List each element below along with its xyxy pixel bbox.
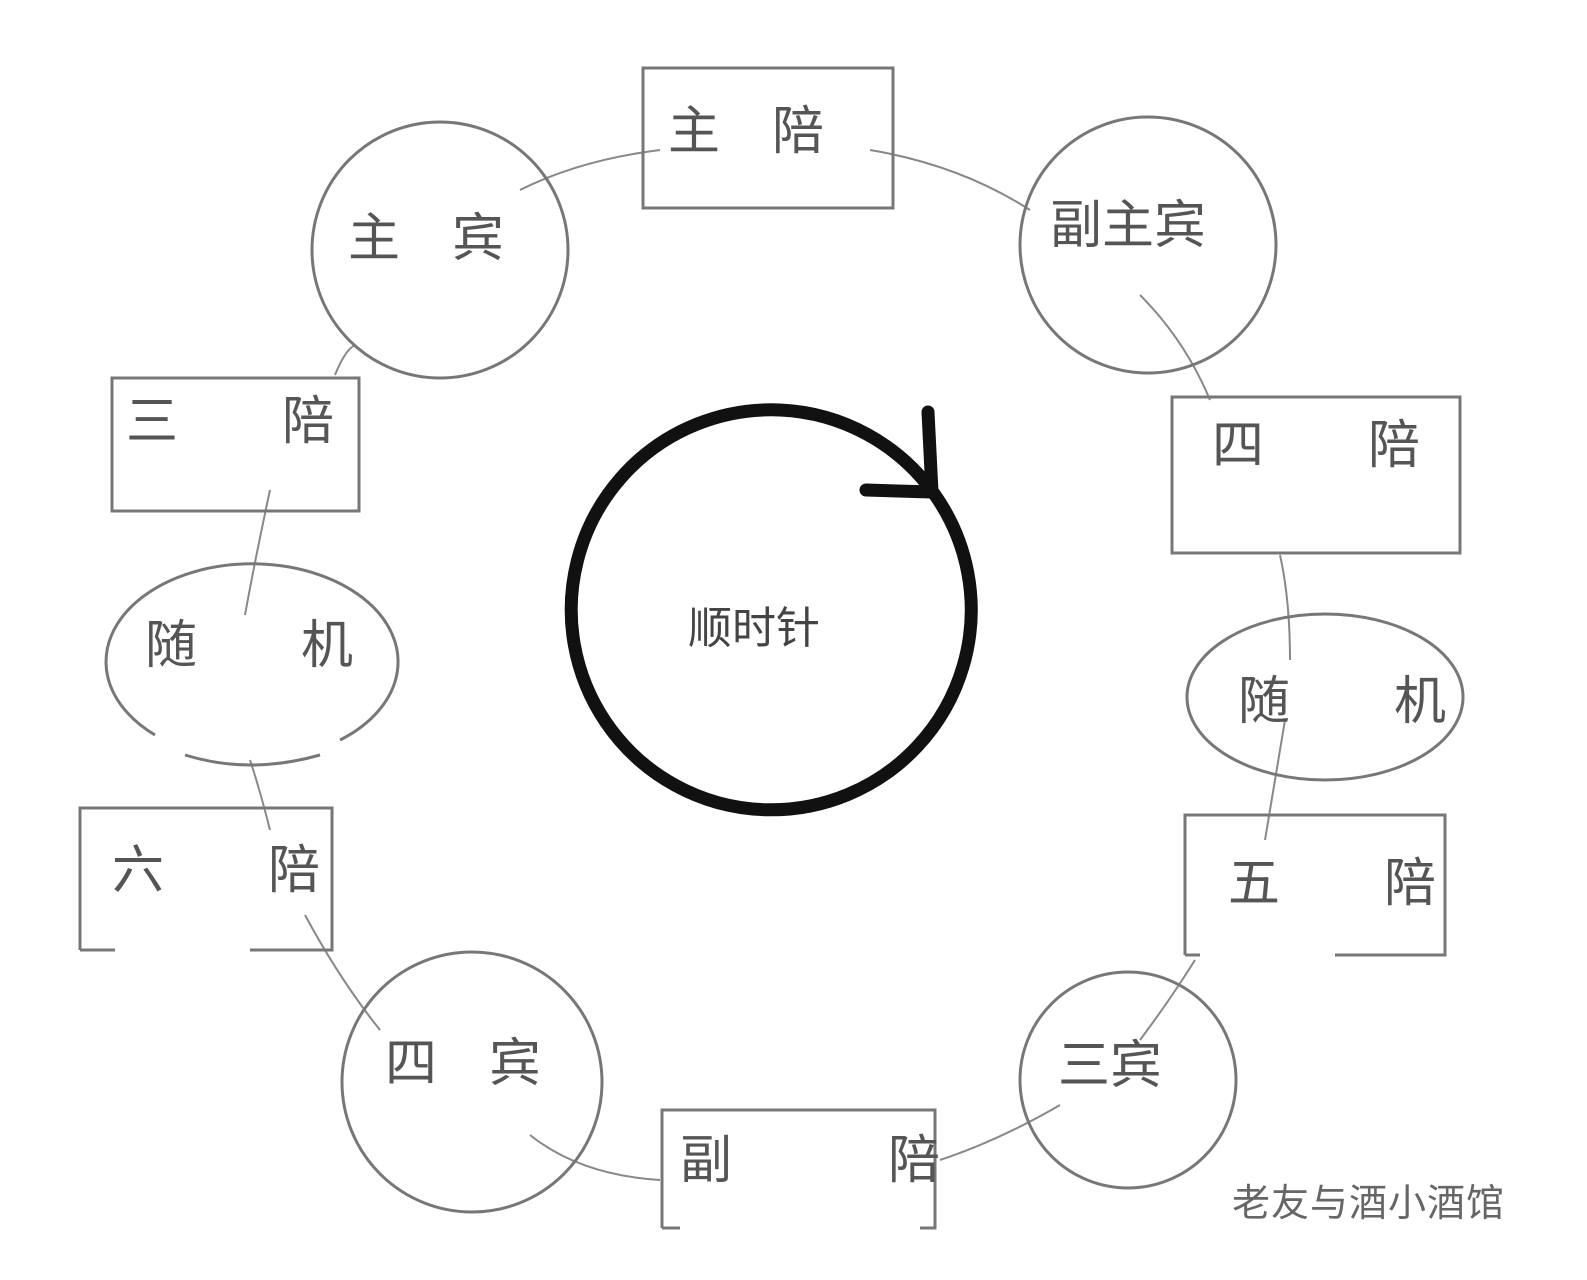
seat-label-fourth-host: 四 陪 (1212, 416, 1421, 476)
seat-label-main-guest: 主 宾 (348, 209, 505, 269)
seat-label-third-guest: 三宾 (1058, 1036, 1163, 1096)
seat-third-guest (1018, 970, 1238, 1190)
seat-label-host: 主 陪 (668, 102, 825, 162)
seat-fifth-host (1183, 813, 1447, 957)
seat-label-random-right: 随 机 (1238, 672, 1447, 732)
seat-fourth-host (1170, 395, 1462, 555)
seat-fourth-guest (340, 950, 604, 1214)
center-label: 顺时针 (688, 603, 820, 654)
seat-host (641, 66, 895, 210)
seat-random-right (1185, 612, 1465, 782)
seat-label-vice-host: 副 陪 (680, 1131, 941, 1191)
seat-main-guest (310, 120, 570, 380)
seat-label-vice-guest: 副主宾 (1050, 196, 1207, 256)
seat-vice-guest (1018, 115, 1278, 375)
seat-random-left (104, 562, 400, 742)
seat-label-sixth-host: 六 陪 (112, 841, 321, 901)
clockwise-arrow-icon (564, 403, 978, 817)
watermark: 老友与酒小酒馆 (1232, 1181, 1506, 1225)
seat-vice-host (660, 1108, 937, 1230)
seat-label-fifth-host: 五 陪 (1228, 854, 1437, 914)
seat-third-host (110, 376, 361, 513)
seat-sixth-host (78, 806, 334, 952)
seat-label-fourth-guest: 四 宾 (385, 1034, 542, 1094)
seat-label-random-left: 随 机 (145, 616, 354, 676)
seat-label-third-host: 三 陪 (126, 392, 335, 452)
